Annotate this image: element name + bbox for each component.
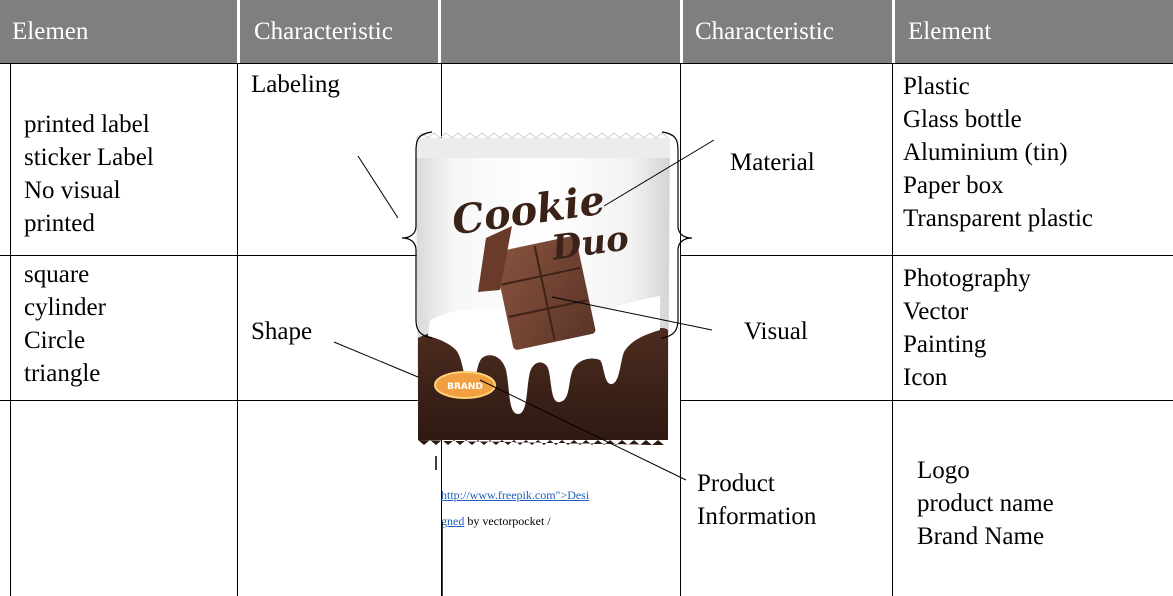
shape-element: square <box>24 261 90 288</box>
shape-elements: square cylinder Circle triangle <box>24 258 106 390</box>
material-element: Paper box <box>903 172 1004 199</box>
col-divider-0 <box>10 63 11 596</box>
callout-product-information <box>479 379 687 481</box>
shape-element: cylinder <box>24 294 106 321</box>
material-element: Aluminium (tin) <box>903 139 1068 166</box>
visual-element: Photography <box>903 265 1031 292</box>
row-divider-top <box>0 63 1173 64</box>
callout-shape <box>333 341 419 378</box>
header-element-right: Element <box>895 0 1173 63</box>
header-center <box>441 0 680 63</box>
callout-labeling <box>357 155 399 219</box>
row-divider-left-1 <box>0 255 441 256</box>
left-brace <box>401 131 433 339</box>
right-brace <box>661 131 693 339</box>
material-element: Transparent plastic <box>903 205 1094 232</box>
milk-splash <box>428 296 660 414</box>
product-information-line2: Information <box>697 503 817 530</box>
labeling-element: printed label <box>24 111 150 138</box>
row-divider-right-1 <box>680 255 1173 256</box>
material-elements: Plastic Glass bottle Aluminium (tin) Pap… <box>903 70 1093 235</box>
visual-element: Painting <box>903 331 987 358</box>
row-divider-right-2 <box>680 400 1173 401</box>
product-information-characteristic: Product Information <box>697 467 816 533</box>
shape-element: triangle <box>24 360 101 387</box>
credit-link[interactable]: http://www.freepik.com">Desi <box>441 488 590 502</box>
bag-top-seal <box>416 138 670 158</box>
header-characteristic-right: Characteristic <box>683 0 892 63</box>
material-element: Plastic <box>903 73 970 100</box>
col-divider-4 <box>892 63 893 596</box>
image-credit: http://www.freepik.com">Desi gned by vec… <box>441 482 589 534</box>
col-divider-3 <box>680 63 681 596</box>
material-element: Glass bottle <box>903 106 1022 133</box>
header-characteristic-left: Characteristic <box>240 0 438 63</box>
callout-visual <box>551 296 713 331</box>
chocolate-piece <box>478 226 512 292</box>
product-information-element: Logo <box>917 457 970 484</box>
callout-material <box>603 139 715 207</box>
col-divider-1 <box>237 63 238 596</box>
product-information-elements: Logo product name Brand Name <box>917 454 1054 553</box>
shape-element: Circle <box>24 327 86 354</box>
credit-link-continued[interactable]: gned <box>441 514 465 528</box>
row-divider-left-2 <box>0 400 441 401</box>
labeling-elements: printed label sticker Label No visual pr… <box>24 108 154 240</box>
chocolate-bar <box>493 235 596 350</box>
visual-element: Vector <box>903 298 969 325</box>
material-characteristic: Material <box>730 149 815 176</box>
visual-elements: Photography Vector Painting Icon <box>903 262 1031 394</box>
product-information-element: Brand Name <box>917 523 1045 550</box>
credit-trailing: by vectorpocket / <box>464 514 551 528</box>
labeling-characteristic: Labeling <box>251 71 340 98</box>
product-information-element: product name <box>917 490 1054 517</box>
brand-badge <box>434 371 496 399</box>
labeling-element: sticker Label <box>24 144 154 171</box>
header-element-left: Elemen <box>0 0 237 63</box>
visual-characteristic: Visual <box>744 318 808 345</box>
visual-element: Icon <box>903 364 948 391</box>
product-information-line1: Product <box>697 470 775 497</box>
brand-badge-label: BRAND <box>447 382 483 392</box>
labeling-element: printed <box>24 210 95 237</box>
labeling-element: No visual <box>24 177 121 204</box>
shape-characteristic: Shape <box>251 318 313 345</box>
